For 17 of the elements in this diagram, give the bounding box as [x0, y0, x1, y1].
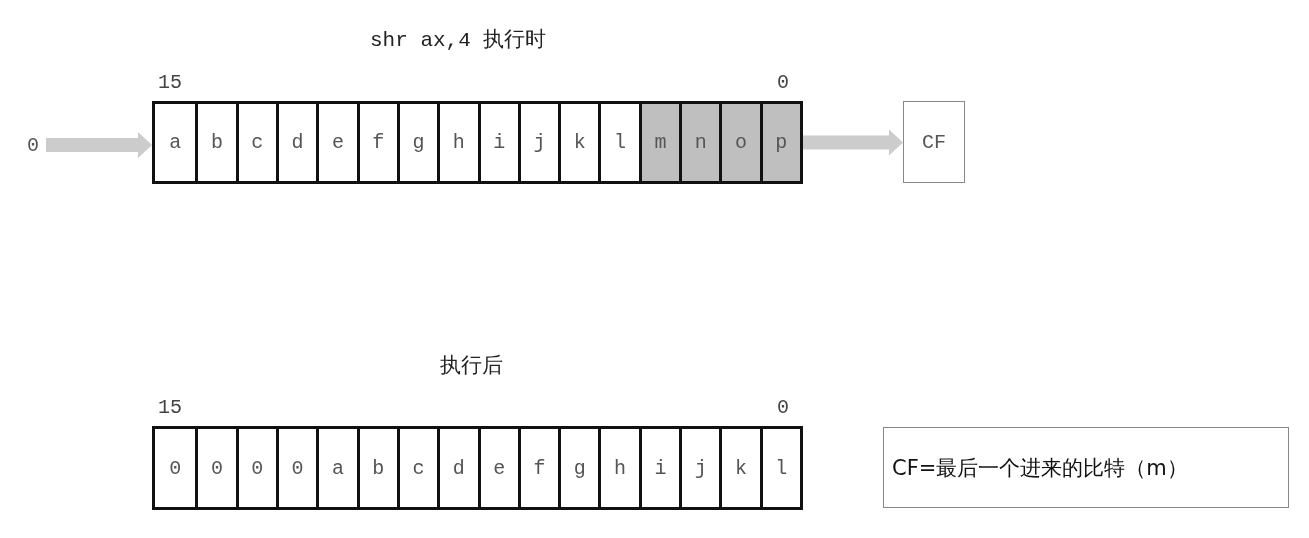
register-bar — [152, 101, 803, 184]
arrow — [46, 132, 152, 158]
bit-cell: m — [638, 104, 680, 181]
arrow — [803, 129, 903, 156]
flag-box: CF — [903, 101, 965, 183]
bit-value: 0 — [20, 131, 46, 159]
heading: 执行后 — [440, 355, 503, 376]
bit-index: 15 — [158, 398, 182, 418]
bit-cell: n — [679, 104, 720, 181]
bit-cell: o — [719, 104, 760, 181]
bit-index: 0 — [777, 73, 789, 93]
bit-index: 0 — [777, 398, 789, 418]
note-box: CF=最后一个进来的比特（m） — [883, 427, 1289, 508]
register-bar — [152, 426, 803, 510]
bit-index: 15 — [158, 73, 182, 93]
heading: shr ax,4 执行时 — [370, 30, 547, 51]
bit-cell: p — [759, 104, 800, 181]
